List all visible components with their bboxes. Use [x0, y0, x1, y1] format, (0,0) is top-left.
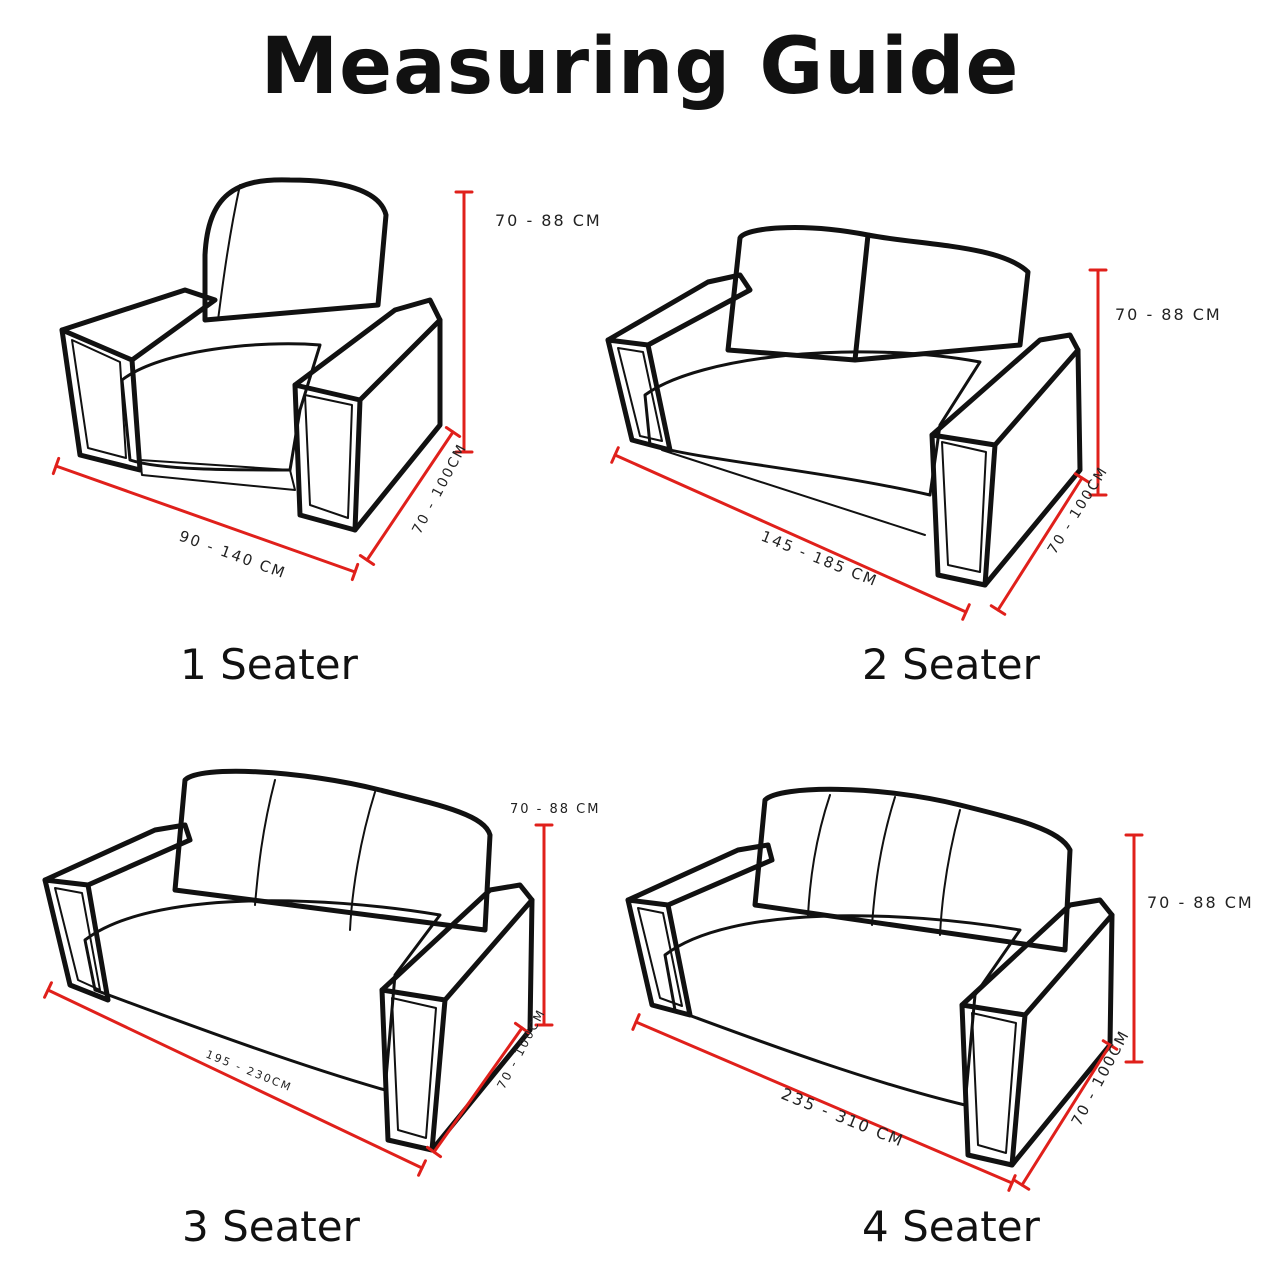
width-line-2 [613, 453, 968, 614]
sofa-2-seater-illustration [605, 225, 1083, 588]
depth-line-4 [1020, 1043, 1112, 1187]
height-label-2: 70 - 88 CM [1115, 305, 1222, 324]
depth-line-2 [996, 476, 1084, 612]
sofa-4-seater-illustration [625, 786, 1115, 1168]
height-label-4: 70 - 88 CM [1147, 893, 1254, 912]
width-line-3 [46, 988, 424, 1170]
caption-3-seater: 3 Seater [182, 1202, 360, 1251]
width-label-1: 90 - 140 CM [177, 527, 289, 583]
width-label-4: 235 - 310 CM [779, 1084, 908, 1151]
height-label-1: 70 - 88 CM [495, 211, 602, 230]
width-line-1 [54, 464, 357, 574]
caption-1-seater: 1 Seater [180, 640, 358, 689]
height-label-3: 70 - 88 CM [510, 802, 600, 817]
sofa-1-seater-illustration [59, 177, 443, 533]
caption-4-seater: 4 Seater [862, 1202, 1040, 1251]
depth-label-2: 70 - 100CM [1045, 464, 1112, 558]
depth-line-3 [432, 1026, 524, 1154]
depth-label-3: 70 - 100CM [494, 1006, 548, 1091]
caption-2-seater: 2 Seater [862, 640, 1040, 689]
width-line-4 [634, 1020, 1014, 1185]
width-label-2: 145 - 185 CM [759, 527, 881, 590]
page-title: Measuring Guide [260, 22, 1020, 112]
depth-label-4: 70 - 100CM [1068, 1027, 1134, 1129]
depth-line-1 [365, 430, 455, 562]
